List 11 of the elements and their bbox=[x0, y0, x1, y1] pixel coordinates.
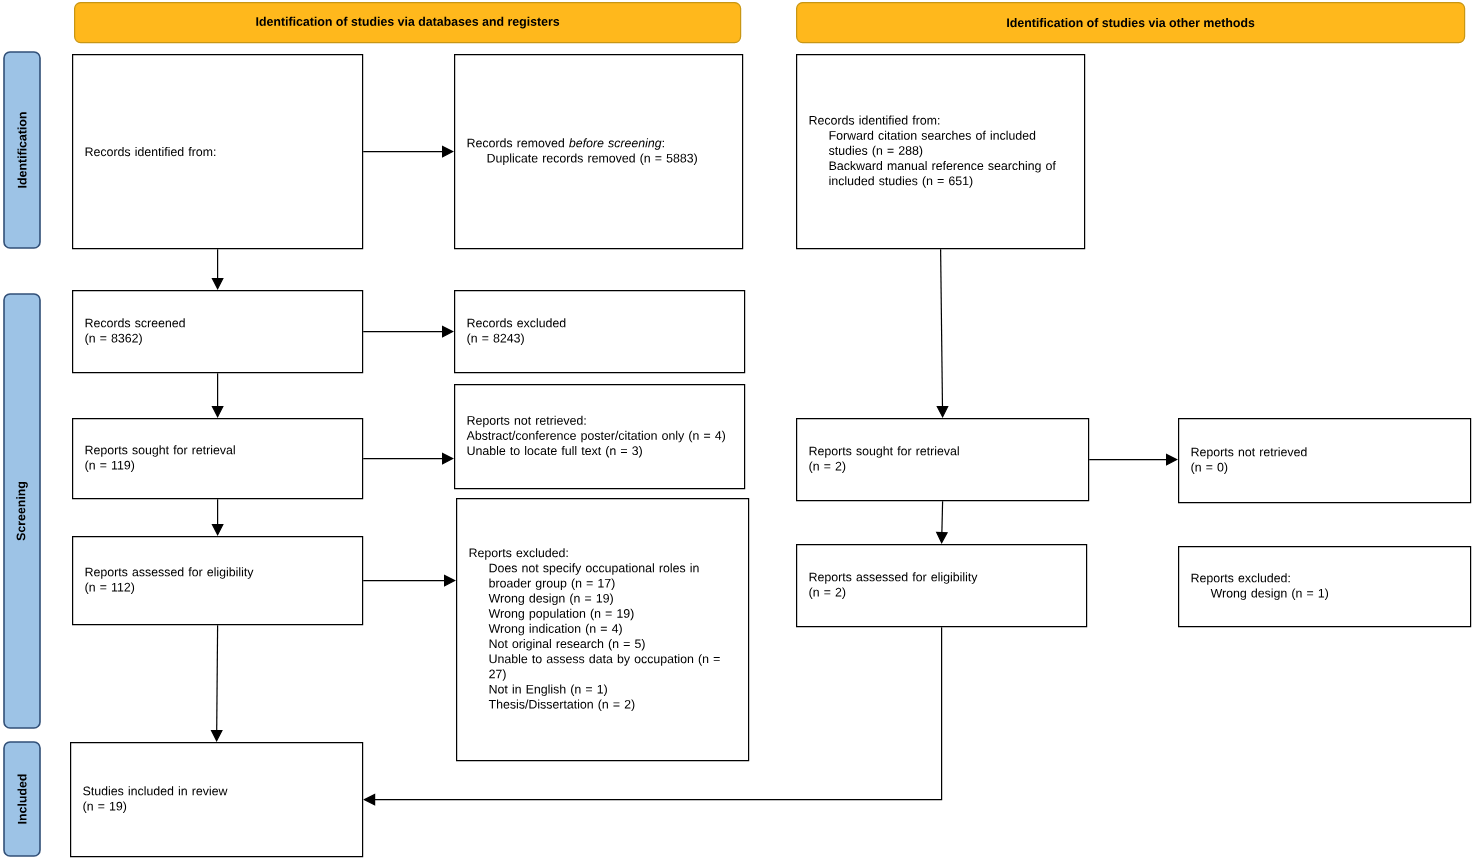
arrow bbox=[1088, 453, 1178, 466]
arrow bbox=[936, 248, 949, 418]
arrow bbox=[211, 498, 224, 536]
arrow bbox=[211, 372, 224, 418]
arrow bbox=[211, 248, 224, 290]
arrow bbox=[362, 452, 454, 465]
arrow bbox=[362, 145, 454, 158]
arrow bbox=[362, 325, 454, 338]
arrow bbox=[363, 626, 943, 806]
arrow bbox=[210, 624, 223, 742]
arrow bbox=[362, 574, 456, 587]
